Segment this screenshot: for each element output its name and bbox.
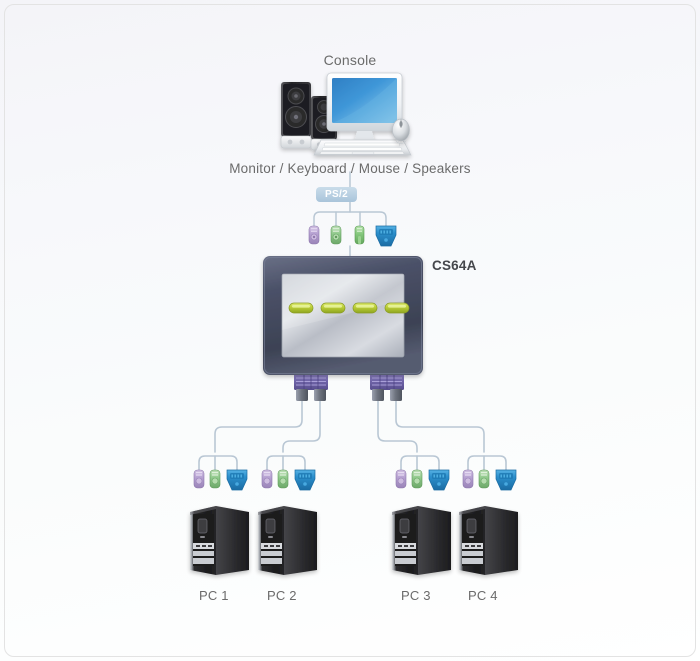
vga-connector bbox=[294, 469, 316, 491]
pc1-fan-cable bbox=[198, 455, 238, 471]
device-model-label: CS64A bbox=[432, 258, 477, 273]
vga-connector bbox=[375, 225, 397, 247]
vga-connector bbox=[495, 469, 517, 491]
pc4-label: PC 4 bbox=[468, 588, 498, 603]
switch-body bbox=[263, 256, 423, 375]
switch-port-block-right bbox=[370, 374, 404, 401]
console-fan-cable bbox=[313, 211, 387, 227]
vga-connector bbox=[226, 469, 248, 491]
ps2-keyboard-connector bbox=[308, 225, 320, 245]
pc4-connector-group bbox=[462, 469, 517, 491]
ps2-mouse-connector bbox=[330, 225, 342, 245]
console-cable-group bbox=[313, 171, 387, 257]
pc4-fan-cable bbox=[467, 455, 507, 471]
pc-cable-group bbox=[198, 399, 507, 471]
pc2-tower bbox=[258, 506, 317, 575]
pc3-label: PC 3 bbox=[401, 588, 431, 603]
pc3-fan-cable bbox=[400, 455, 440, 471]
console-title: Console bbox=[323, 52, 377, 68]
pc2-connector-group bbox=[261, 469, 316, 491]
pc3-connector-group bbox=[395, 469, 450, 491]
audio-connector bbox=[354, 225, 365, 245]
pc1-tower bbox=[190, 506, 249, 575]
ps2-mouse-connector bbox=[478, 469, 490, 489]
ps2-mouse-connector bbox=[209, 469, 221, 489]
pc1-label: PC 1 bbox=[199, 588, 229, 603]
ps2-keyboard-connector bbox=[193, 469, 205, 489]
ps2-keyboard-connector bbox=[261, 469, 273, 489]
keyboard-icon bbox=[313, 139, 412, 156]
mouse-icon bbox=[392, 118, 410, 144]
pc3-tower bbox=[392, 506, 451, 575]
ps2-badge: PS/2 bbox=[316, 187, 357, 202]
vga-connector bbox=[428, 469, 450, 491]
cable-switch-to-pc3 bbox=[377, 399, 418, 453]
cable-switch-to-pc1 bbox=[214, 399, 303, 453]
switch-led-4 bbox=[384, 302, 410, 314]
cable-switch-to-pc2 bbox=[282, 399, 321, 453]
ps2-mouse-connector bbox=[277, 469, 289, 489]
switch-led-1 bbox=[288, 302, 314, 314]
pc1-connector-group bbox=[193, 469, 248, 491]
cable-switch-to-pc4 bbox=[395, 399, 485, 453]
ps2-keyboard-connector bbox=[462, 469, 474, 489]
pc2-label: PC 2 bbox=[267, 588, 297, 603]
switch-port-block-left bbox=[294, 374, 328, 401]
console-caption: Monitor / Keyboard / Mouse / Speakers bbox=[229, 161, 471, 176]
pc4-tower bbox=[459, 506, 518, 575]
ps2-keyboard-connector bbox=[395, 469, 407, 489]
ps2-mouse-connector bbox=[411, 469, 423, 489]
pc2-fan-cable bbox=[266, 455, 306, 471]
switch-led-group bbox=[288, 302, 410, 314]
switch-led-3 bbox=[352, 302, 378, 314]
switch-led-2 bbox=[320, 302, 346, 314]
